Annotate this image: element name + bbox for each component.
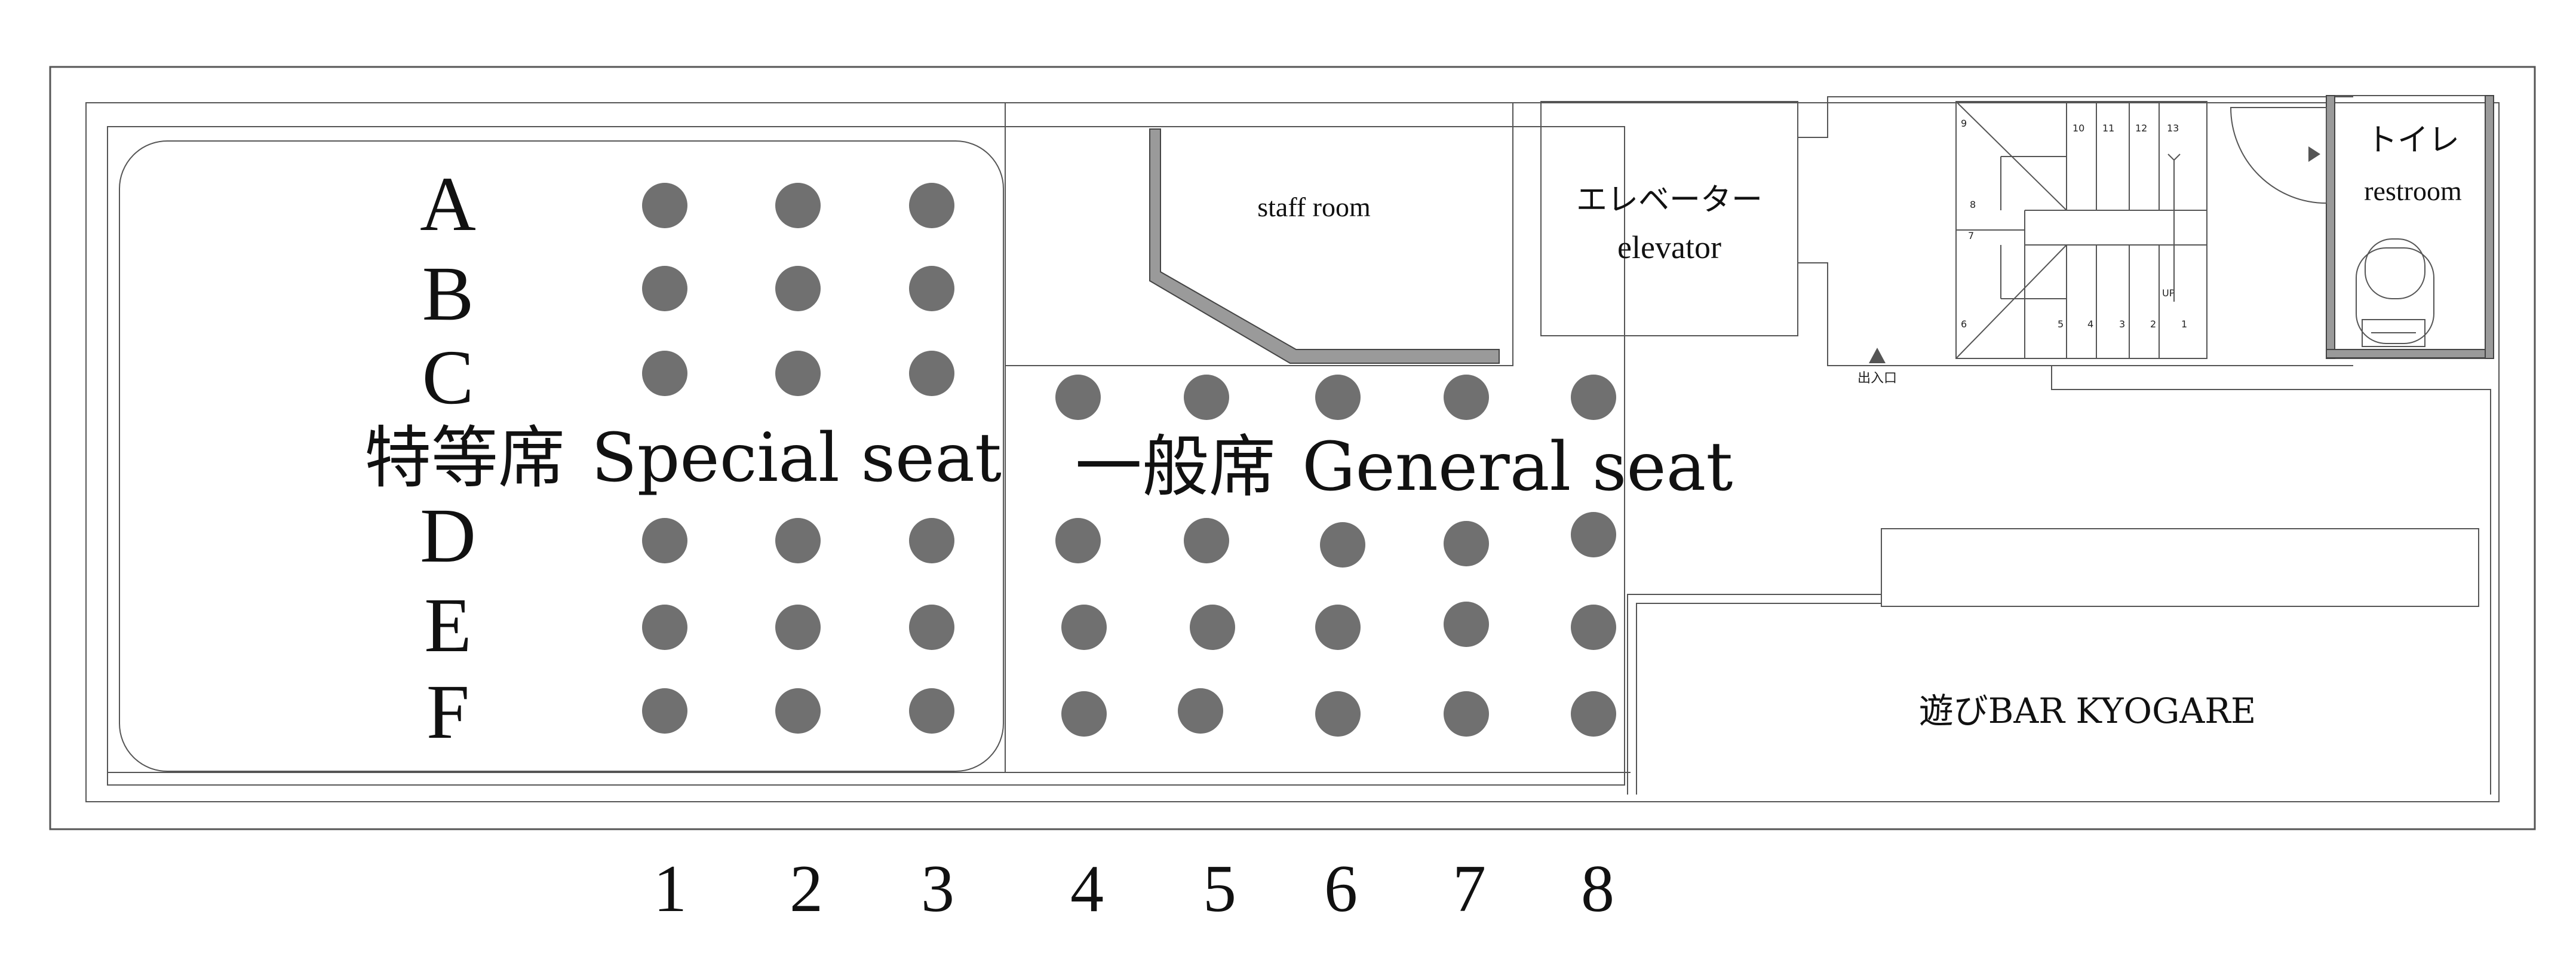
toilet-icon <box>2356 238 2434 347</box>
seat[interactable] <box>1184 518 1229 563</box>
stair-step-1: 1 <box>2181 318 2187 330</box>
column-label-7: 7 <box>1453 852 1486 926</box>
row-label-a: A <box>420 161 476 247</box>
seat[interactable] <box>1184 375 1229 420</box>
stair-wall-upper <box>1798 96 2353 138</box>
column-label-6: 6 <box>1324 852 1358 926</box>
seat[interactable] <box>642 688 687 734</box>
restroom-wall-right <box>2485 95 2494 359</box>
column-label-3: 3 <box>921 852 954 926</box>
stair-step-10: 10 <box>2073 122 2084 134</box>
seat[interactable] <box>775 605 821 650</box>
seat[interactable] <box>1061 691 1107 737</box>
seat[interactable] <box>909 183 954 228</box>
outer-boundary <box>49 66 2536 830</box>
corridor-wall <box>2051 366 2491 795</box>
column-label-5: 5 <box>1203 852 1236 926</box>
seat[interactable] <box>909 351 954 396</box>
hall-outline <box>107 126 1625 786</box>
seat[interactable] <box>642 605 687 650</box>
seat[interactable] <box>775 351 821 396</box>
seat[interactable] <box>1055 518 1101 563</box>
seat[interactable] <box>1061 605 1107 650</box>
row-label-e: E <box>424 582 471 668</box>
seat[interactable] <box>1571 691 1616 737</box>
stair-step-9: 9 <box>1961 118 1967 129</box>
restroom-wall-bottom <box>2326 349 2494 358</box>
restroom-door-arrow <box>2308 146 2320 162</box>
stair-step-5: 5 <box>2058 318 2064 330</box>
stair-step-4: 4 <box>2087 318 2093 330</box>
stair-treads <box>1955 101 2207 359</box>
seat[interactable] <box>1190 605 1235 650</box>
seat[interactable] <box>642 351 687 396</box>
stair-step-7: 7 <box>1968 230 1974 241</box>
seat[interactable] <box>1315 605 1361 650</box>
bar-counter <box>1881 528 2479 607</box>
stair-step-12: 12 <box>2135 122 2147 134</box>
seat[interactable] <box>642 518 687 563</box>
column-label-4: 4 <box>1070 852 1104 926</box>
general-seat-label-jp: 一般席 <box>1075 428 1276 506</box>
seat[interactable] <box>1571 605 1616 650</box>
seat[interactable] <box>775 688 821 734</box>
bar-label: 遊びBAR KYOGARE <box>1919 691 2256 731</box>
seat[interactable] <box>1571 512 1616 557</box>
staff-room-label: staff room <box>1257 192 1371 222</box>
bar-wall-inner <box>1636 603 1881 795</box>
seat[interactable] <box>1444 375 1489 420</box>
elevator-label-en: elevator <box>1617 229 1721 265</box>
stair-up-arrow <box>2167 154 2181 302</box>
seat[interactable] <box>1444 602 1489 647</box>
seat[interactable] <box>1320 522 1365 568</box>
seat[interactable] <box>909 605 954 650</box>
entrance-arrow-icon <box>1869 348 1886 363</box>
seat[interactable] <box>1315 691 1361 737</box>
stair-wall-lower <box>1798 262 2353 366</box>
special-seat-label-en: Special seat <box>591 419 1002 497</box>
seat[interactable] <box>642 183 687 228</box>
stair-step-6: 6 <box>1961 318 1967 330</box>
seat[interactable] <box>1055 375 1101 420</box>
staff-room <box>1005 102 1513 366</box>
restroom-wall-left <box>2326 95 2335 359</box>
row-label-f: F <box>426 669 469 755</box>
seat[interactable] <box>909 688 954 734</box>
bar-wall <box>1627 594 1881 795</box>
column-label-1: 1 <box>653 852 687 926</box>
seat[interactable] <box>775 266 821 311</box>
seat[interactable] <box>1571 375 1616 420</box>
special-area <box>119 140 1004 772</box>
entrance-label: 出入口 <box>1857 371 1897 386</box>
general-seat-label-en: General seat <box>1302 428 1733 506</box>
seat[interactable] <box>1315 375 1361 420</box>
stair-step-3: 3 <box>2119 318 2125 330</box>
restroom-label-jp: トイレ <box>2366 122 2460 158</box>
seat[interactable] <box>1444 521 1489 566</box>
elevator-label-jp: エレベーター <box>1576 182 1763 218</box>
elevator <box>1540 101 1798 336</box>
row-label-d: D <box>420 493 476 579</box>
stair-step-2: 2 <box>2150 318 2156 330</box>
stair-up-label: UP <box>2162 287 2175 299</box>
seat[interactable] <box>775 518 821 563</box>
seat[interactable] <box>1178 688 1223 734</box>
column-label-8: 8 <box>1581 852 1614 926</box>
seat[interactable] <box>642 266 687 311</box>
special-seat-label-jp: 特等席 <box>364 419 565 497</box>
seat[interactable] <box>909 266 954 311</box>
seat[interactable] <box>775 183 821 228</box>
restroom-label-en: restroom <box>2364 176 2462 206</box>
row-label-c: C <box>422 335 474 421</box>
staff-room-wall <box>1149 128 1500 364</box>
stair-step-11: 11 <box>2102 122 2114 134</box>
stair-step-8: 8 <box>1970 199 1976 210</box>
stair-step-13: 13 <box>2167 122 2179 134</box>
seat[interactable] <box>909 518 954 563</box>
row-label-b: B <box>422 251 474 337</box>
column-label-2: 2 <box>790 852 823 926</box>
seat[interactable] <box>1444 691 1489 737</box>
restroom-door-swing <box>2230 107 2327 204</box>
